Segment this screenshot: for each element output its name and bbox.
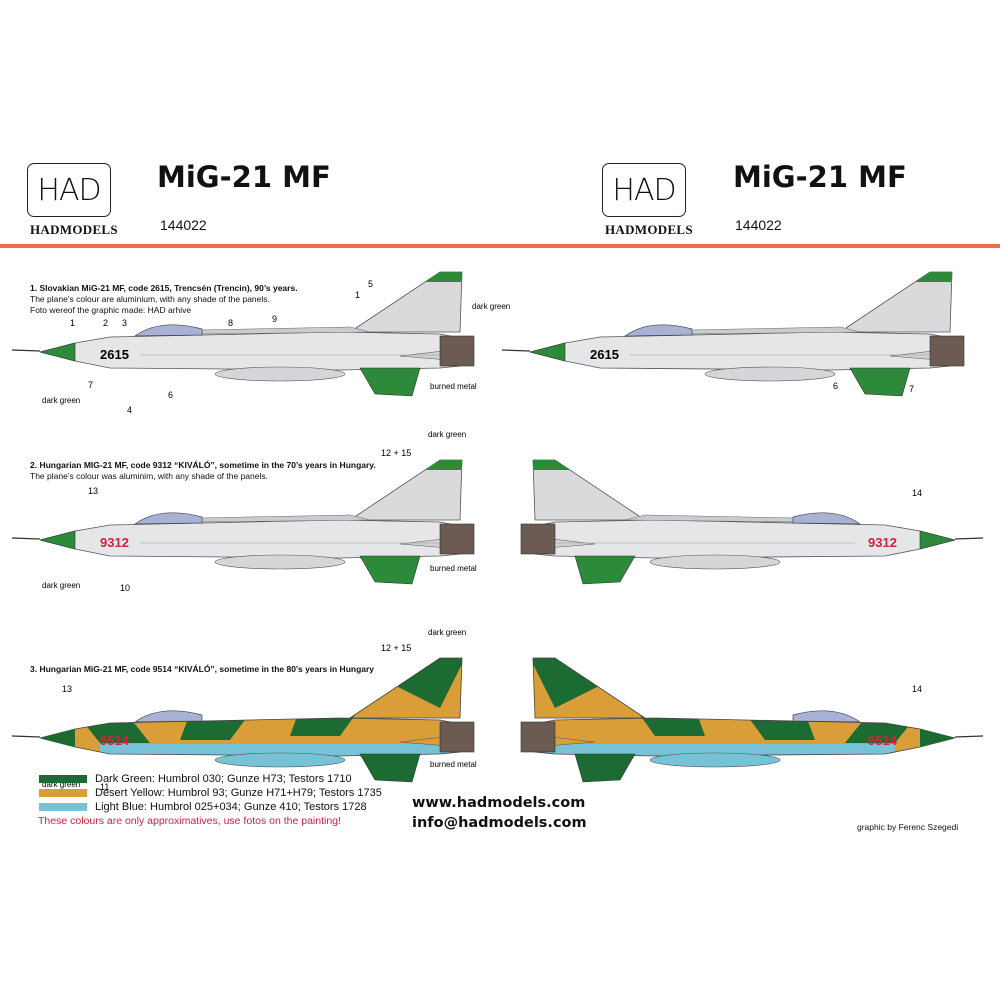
label-dark-green: dark green xyxy=(42,581,80,590)
graphic-credit: graphic by Ferenc Szegedi xyxy=(857,822,959,832)
aircraft-code: 9312 xyxy=(868,535,897,550)
color-swatch xyxy=(39,803,87,811)
callout: 12 + 15 xyxy=(381,643,411,653)
header-divider xyxy=(0,244,1000,248)
brand-name: HADMODELS xyxy=(30,222,118,237)
callout: 4 xyxy=(127,405,132,415)
callout: 2 xyxy=(103,318,108,328)
callout: 3 xyxy=(122,318,127,328)
label-burned-metal: burned metal xyxy=(430,760,477,769)
callout: 13 xyxy=(88,486,98,496)
page-title: MiG-21 MF xyxy=(157,160,331,194)
callout: 14 xyxy=(912,488,922,498)
callout: 5 xyxy=(368,279,373,289)
aircraft-1-right-view xyxy=(502,272,964,396)
callout: 11 xyxy=(100,782,109,792)
color-warning: These colours are only approximatives, u… xyxy=(38,815,341,827)
logo-text: HAD xyxy=(612,173,676,208)
caption-aircraft-1: 1. Slovakian MiG-21 MF, code 2615, Trenc… xyxy=(30,283,298,316)
caption-aircraft-2: 2. Hungarian MIG-21 MF, code 9312 “KIVÁL… xyxy=(30,460,376,482)
logo-text: HAD xyxy=(37,173,101,208)
callout: 1 xyxy=(70,318,75,328)
color-swatch xyxy=(39,775,87,783)
website-link[interactable]: www.hadmodels.com xyxy=(412,795,586,811)
page-title: MiG-21 MF xyxy=(733,160,907,194)
callouts-aircraft-3: 13 11 12 + 15 dark green dark green burn… xyxy=(42,628,922,792)
callout: 9 xyxy=(272,314,277,324)
callout: 7 xyxy=(88,380,93,390)
label-dark-green: dark green xyxy=(428,430,466,439)
aircraft-3-left-view xyxy=(12,648,480,782)
had-logo: HAD xyxy=(27,163,111,217)
callout: 6 xyxy=(168,390,173,400)
aircraft-code: 2615 xyxy=(100,347,129,362)
aircraft-code: 9514 xyxy=(100,733,130,748)
caption-line: The plane’s colour was aluminim, with an… xyxy=(30,471,268,481)
legend-label: Desert Yellow: Humbrol 93; Gunze H71+H79… xyxy=(95,787,382,799)
label-burned-metal: burned metal xyxy=(430,564,477,573)
legend-desert-yellow: Desert Yellow: Humbrol 93; Gunze H71+H79… xyxy=(39,787,382,799)
caption-title: 3. Hungarian MiG-21 MF, code 9514 “KIVÁL… xyxy=(30,664,375,674)
caption-line: The plane’s colour are aluminium, with a… xyxy=(30,294,270,304)
callout: 8 xyxy=(228,318,233,328)
product-code: 144022 xyxy=(735,217,782,233)
aircraft-2-right-view xyxy=(521,460,983,584)
label-dark-green: dark green xyxy=(42,780,80,789)
callout: 12 + 15 xyxy=(381,448,411,458)
callout: 10 xyxy=(120,583,130,593)
callout: 14 xyxy=(912,684,922,694)
aircraft-3-right-view xyxy=(515,648,983,782)
aircraft-code: 9514 xyxy=(868,733,898,748)
callout: 1 xyxy=(355,290,360,300)
aircraft-code: 9312 xyxy=(100,535,129,550)
label-burned-metal: burned metal xyxy=(430,382,477,391)
color-swatch xyxy=(39,789,87,797)
legend-label: Dark Green: Humbrol 030; Gunze H73; Test… xyxy=(95,773,352,785)
callouts-aircraft-1: 1 2 3 1 7 4 6 8 9 5 dark green dark gree… xyxy=(42,279,914,415)
aircraft-code: 2615 xyxy=(590,347,619,362)
callouts-aircraft-2: 13 10 12 + 15 dark green dark green burn… xyxy=(42,430,922,593)
legend-dark-green: Dark Green: Humbrol 030; Gunze H73; Test… xyxy=(39,773,352,785)
legend-light-blue: Light Blue: Humbrol 025+034; Gunze 410; … xyxy=(39,801,367,813)
label-dark-green: dark green xyxy=(428,628,466,637)
had-logo: HAD xyxy=(602,163,686,217)
email-link[interactable]: info@hadmodels.com xyxy=(412,815,587,831)
caption-line: Foto wereof the graphic made: HAD arhive xyxy=(30,305,192,315)
label-dark-green: dark green xyxy=(472,302,510,311)
aircraft-2-left-view xyxy=(12,460,474,584)
callout: 13 xyxy=(62,684,72,694)
caption-title: 2. Hungarian MIG-21 MF, code 9312 “KIVÁL… xyxy=(30,460,376,470)
product-code: 144022 xyxy=(160,217,207,233)
callout: 6 xyxy=(833,381,838,391)
legend-label: Light Blue: Humbrol 025+034; Gunze 410; … xyxy=(95,801,367,813)
label-dark-green: dark green xyxy=(42,396,80,405)
callout: 7 xyxy=(909,384,914,394)
caption-title: 1. Slovakian MiG-21 MF, code 2615, Trenc… xyxy=(30,283,298,293)
aircraft-1-left-view xyxy=(12,272,474,396)
caption-aircraft-3: 3. Hungarian MiG-21 MF, code 9514 “KIVÁL… xyxy=(30,664,374,675)
brand-name: HADMODELS xyxy=(605,222,693,237)
